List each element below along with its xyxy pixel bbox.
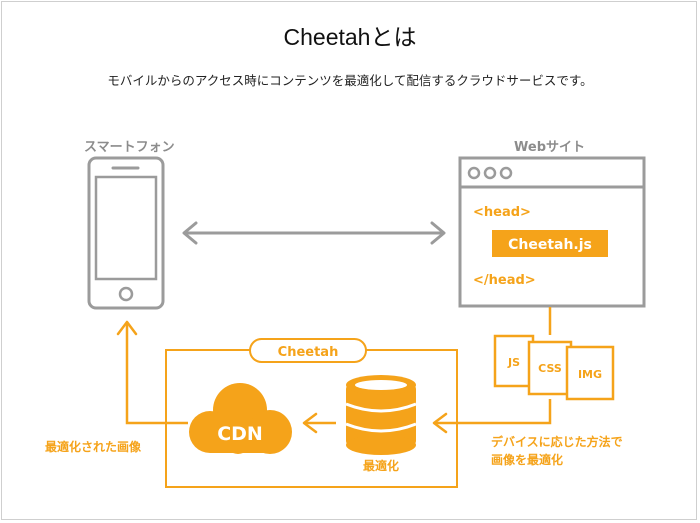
file-label-css: CSS	[538, 362, 562, 375]
script-tag-box	[492, 230, 608, 257]
database-icon	[345, 375, 417, 455]
website-label: Webサイト	[514, 140, 585, 155]
code-head-open: <head>	[473, 205, 531, 220]
code-head-close: </head>	[473, 273, 536, 288]
smartphone-label: スマートフォン	[84, 140, 175, 155]
page-subtitle: モバイルからのアクセス時にコンテンツを最適化して配信するクラウドサービスです。	[107, 73, 593, 88]
optimize-label: 最適化	[363, 458, 399, 473]
file-label-js: JS	[507, 356, 520, 369]
right-note: デバイスに応じた方法で 画像を最適化	[491, 433, 623, 469]
cdn-to-phone-arrowhead	[116, 320, 138, 336]
cdn-to-phone-line	[125, 323, 188, 425]
cdn-label: CDN	[217, 423, 263, 445]
img-file-icon	[565, 345, 615, 401]
css-file-icon	[527, 340, 573, 396]
cloud-icon	[189, 383, 292, 454]
page-title: Cheetahとは	[283, 24, 417, 50]
right-note-line-2: 画像を最適化	[491, 453, 564, 467]
cheetah-box-label: Cheetah	[278, 345, 339, 360]
code-script-name: Cheetah.js	[508, 237, 592, 253]
db-to-cdn-arrowhead	[302, 412, 318, 434]
right-note-line-1: デバイスに応じた方法で	[491, 435, 623, 449]
delivered-image-label: 最適化された画像	[45, 440, 142, 454]
bidirectional-arrow	[182, 221, 446, 245]
js-file-icon	[493, 334, 535, 388]
cheetah-box-label-pill	[249, 338, 367, 363]
files-to-db-line	[434, 399, 552, 425]
smartphone-icon	[87, 156, 165, 310]
files-to-db-arrowhead	[432, 412, 448, 434]
file-label-img: IMG	[578, 368, 602, 381]
